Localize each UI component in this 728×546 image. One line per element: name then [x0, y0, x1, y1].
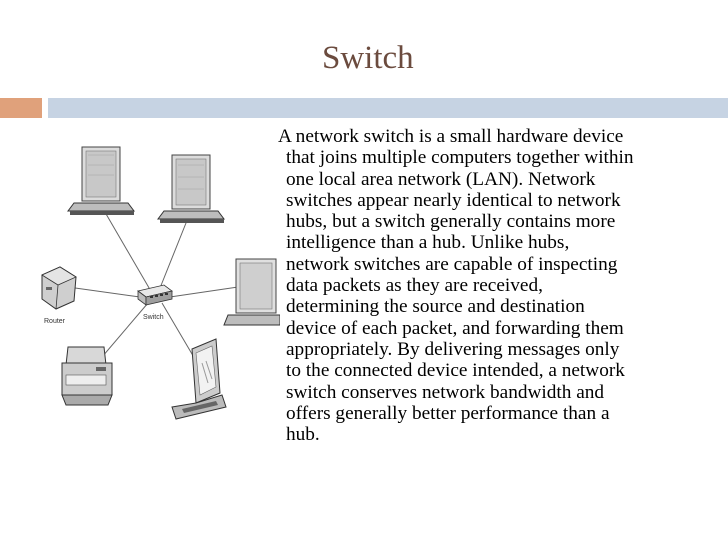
- link-router: [67, 286, 141, 298]
- body-line: to the connected device intended, a netw…: [286, 360, 625, 382]
- link-monitor-right: [169, 286, 239, 298]
- body-line: that joins multiple computers together w…: [286, 147, 634, 169]
- body-line: appropriately. By delivering messages on…: [286, 338, 620, 360]
- router-label: Router: [44, 318, 66, 325]
- monitor-icon: [223, 258, 280, 326]
- body-line: intelligence than a hub. Unlike hubs,: [286, 232, 570, 254]
- network-diagram: Router Switch: [41, 146, 280, 420]
- accent-bar-orange: [0, 98, 42, 118]
- desktop-computer-icon: [67, 146, 135, 215]
- body-line: network switches are capable of inspecti…: [286, 253, 618, 275]
- accent-bar-blue: [48, 98, 728, 118]
- body-line: data packets as they are received,: [286, 275, 543, 297]
- switch-icon: Switch: [137, 284, 173, 321]
- body-line: hubs, but a switch generally contains mo…: [286, 211, 616, 233]
- link-desktop-left: [101, 206, 153, 294]
- switch-label: Switch: [143, 314, 164, 321]
- body-line: hub.: [286, 424, 320, 446]
- body-line: determining the source and destination: [286, 296, 585, 318]
- bullet-line-1: A network switch is a small hardware dev…: [278, 126, 624, 147]
- body-text: A network switch is a small hardware dev…: [278, 126, 718, 445]
- desktop-computer-icon: [157, 154, 225, 223]
- link-printer: [101, 302, 149, 358]
- router-icon: Router: [41, 266, 77, 325]
- accent-bar-gap: [42, 98, 48, 118]
- body-line: switch conserves network bandwidth and: [286, 381, 605, 403]
- link-desktop-right: [157, 212, 191, 294]
- body-line: one local area network (LAN). Network: [286, 168, 596, 190]
- slide-title: Switch: [322, 40, 414, 76]
- body-line: offers generally better performance than…: [286, 402, 610, 424]
- printer-icon: [61, 346, 113, 406]
- laptop-icon: [171, 338, 227, 420]
- body-line: device of each packet, and forwarding th…: [286, 317, 624, 339]
- body-line: switches appear nearly identical to netw…: [286, 189, 621, 211]
